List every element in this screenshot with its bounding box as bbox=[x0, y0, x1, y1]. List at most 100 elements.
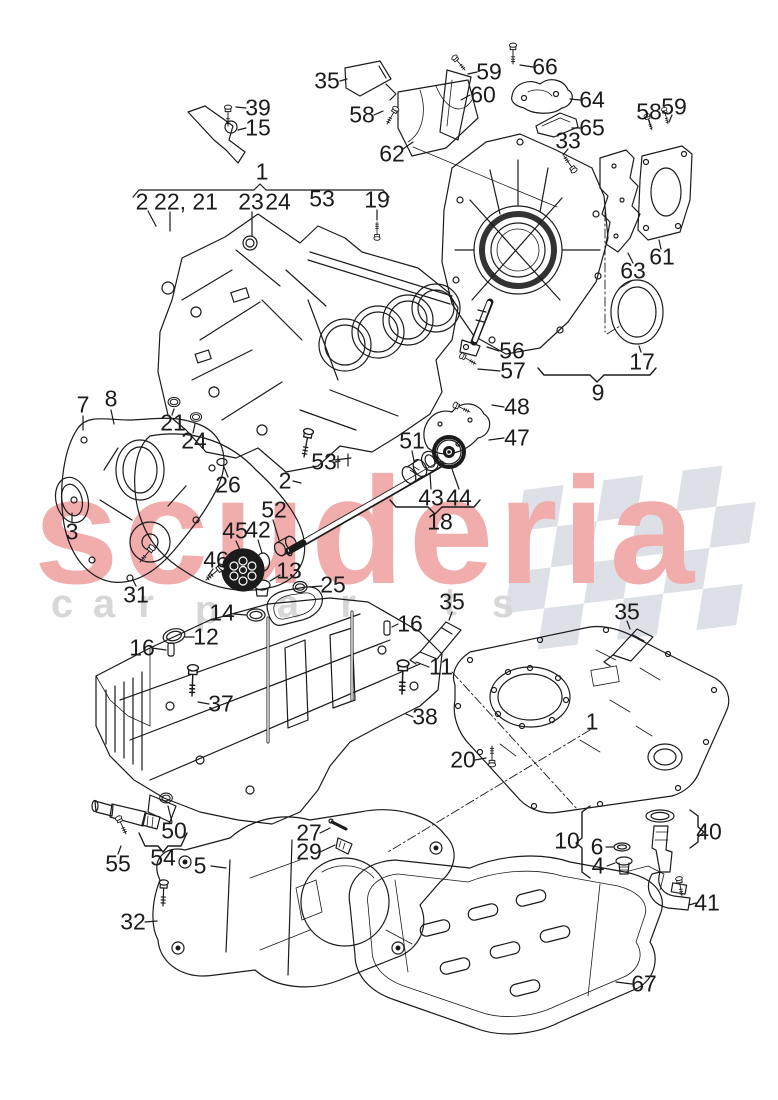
brace-9 bbox=[537, 367, 657, 383]
brace-10 bbox=[575, 805, 591, 879]
callout-44: 44 bbox=[446, 484, 472, 511]
bracket-60 bbox=[439, 69, 472, 141]
front-cover-7 bbox=[61, 417, 225, 583]
callout-14: 14 bbox=[209, 599, 235, 626]
callout-16: 16 bbox=[129, 634, 155, 661]
callout-66: 66 bbox=[532, 53, 558, 80]
callout-56: 56 bbox=[499, 337, 525, 364]
watermark-letter-a: a bbox=[276, 582, 300, 626]
stud-19 bbox=[373, 221, 381, 241]
callout-12: 12 bbox=[193, 623, 219, 650]
callout-47: 47 bbox=[504, 424, 530, 451]
callout-35: 35 bbox=[614, 598, 640, 625]
cover-plate-63 bbox=[599, 149, 641, 253]
callout-23: 23 bbox=[238, 188, 264, 215]
callout-61: 61 bbox=[649, 243, 675, 270]
washer-6 bbox=[613, 842, 631, 852]
bracket-64 bbox=[511, 79, 573, 114]
callout-38: 38 bbox=[412, 703, 438, 730]
callout-64: 64 bbox=[579, 86, 605, 113]
callout-29: 29 bbox=[296, 838, 322, 865]
callout-42: 42 bbox=[245, 516, 271, 543]
watermark-letter-c: c bbox=[50, 582, 74, 626]
gasket-plate-65 bbox=[535, 112, 579, 138]
callout-57: 57 bbox=[500, 357, 526, 384]
callout-2: 2 bbox=[135, 188, 149, 215]
callout-50: 50 bbox=[161, 817, 187, 844]
callout-25: 25 bbox=[320, 571, 346, 598]
callout-9: 9 bbox=[591, 379, 605, 406]
callout-11: 11 bbox=[429, 653, 453, 680]
callout-43: 43 bbox=[418, 484, 444, 511]
callout-39: 39 bbox=[245, 94, 271, 121]
callout-27: 27 bbox=[296, 819, 322, 846]
o-ring-42 bbox=[255, 552, 271, 572]
callout-58: 58 bbox=[349, 101, 375, 128]
callout-46: 46 bbox=[203, 546, 229, 573]
watermark-letter-p: p bbox=[194, 588, 220, 632]
oil-squirter-56 bbox=[459, 298, 494, 357]
flag-cells bbox=[504, 465, 756, 650]
callout-21: 21 bbox=[160, 409, 186, 436]
drain-plug-4 bbox=[615, 856, 633, 875]
plug-26 bbox=[216, 457, 228, 467]
callout-10: 10 bbox=[554, 827, 580, 854]
dowel-16-right bbox=[383, 620, 391, 636]
callout-15: 15 bbox=[245, 114, 271, 141]
plug-29 bbox=[335, 837, 353, 855]
engine-block bbox=[157, 213, 461, 473]
screw-55 bbox=[114, 814, 130, 836]
callout-3: 3 bbox=[65, 518, 79, 545]
callout-31: 31 bbox=[123, 581, 149, 608]
callout-20: 20 bbox=[450, 746, 476, 773]
callout-67: 67 bbox=[631, 970, 657, 997]
cover-plate-62 bbox=[397, 79, 479, 157]
callout-62: 62 bbox=[379, 140, 405, 167]
callout-59: 59 bbox=[476, 58, 502, 85]
upper-oil-sump-11 bbox=[95, 597, 443, 825]
seal-24 bbox=[189, 412, 203, 422]
callout-33: 33 bbox=[555, 127, 581, 154]
callout-18: 18 bbox=[427, 508, 453, 535]
callout-24: 24 bbox=[181, 427, 207, 454]
bearing-sleeve-51 bbox=[401, 458, 428, 485]
bolt-20 bbox=[487, 745, 497, 768]
seal-ring-3 bbox=[54, 476, 90, 524]
bolt-37 bbox=[185, 663, 200, 697]
bolt-38 bbox=[395, 659, 410, 695]
callout-2: 2 bbox=[278, 467, 292, 494]
brace-54 bbox=[138, 832, 188, 853]
screw-66 bbox=[508, 42, 518, 65]
callout-26: 26 bbox=[215, 471, 241, 498]
crankshaft-seal-17 bbox=[610, 279, 664, 345]
lower-sump-plate bbox=[452, 625, 730, 814]
callout-19: 19 bbox=[364, 186, 390, 213]
callout-37: 37 bbox=[208, 690, 234, 717]
timing-cover-rear bbox=[441, 133, 609, 355]
callout-16: 16 bbox=[397, 610, 423, 637]
callout-65: 65 bbox=[579, 114, 605, 141]
callout-1: 1 bbox=[585, 708, 599, 735]
callout-58: 58 bbox=[636, 98, 662, 125]
sealant-tube-right bbox=[603, 628, 654, 667]
watermark-letter-t: t bbox=[443, 580, 457, 624]
callout-24: 24 bbox=[265, 188, 291, 215]
callout-55: 55 bbox=[105, 850, 131, 877]
callout-32: 32 bbox=[120, 908, 146, 935]
seal-21 bbox=[167, 396, 181, 408]
windage-tray-5 bbox=[152, 809, 455, 988]
oil-level-sensor-40 bbox=[645, 809, 691, 911]
brace-18 bbox=[389, 499, 481, 515]
callout-60: 60 bbox=[470, 81, 496, 108]
callout-4: 4 bbox=[591, 852, 605, 879]
callout-35: 35 bbox=[314, 67, 340, 94]
sealant-tube-top bbox=[344, 60, 397, 101]
callout-54: 54 bbox=[150, 844, 176, 871]
callout-5: 5 bbox=[193, 852, 207, 879]
callout-53: 53 bbox=[311, 448, 337, 475]
callout-48: 48 bbox=[504, 393, 530, 420]
watermark-letter-a: a bbox=[92, 582, 116, 626]
oil-pan-67 bbox=[348, 855, 665, 1035]
